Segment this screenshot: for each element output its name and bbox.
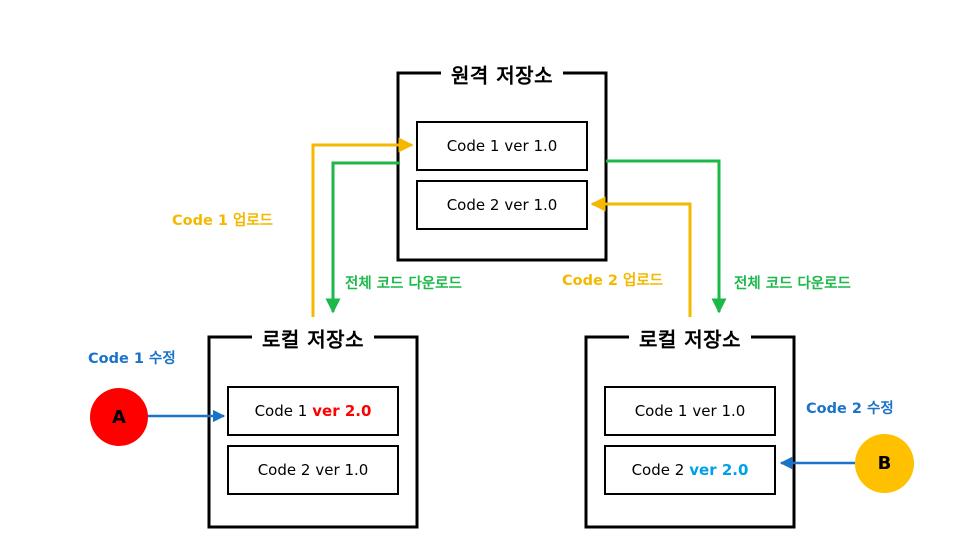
file-version-updated: ver 2.0 (312, 402, 372, 420)
remote-file-code2: Code 2 ver 1.0 (416, 180, 588, 230)
file-name: Code 1 (446, 137, 500, 155)
code2-upload-arrow (590, 196, 692, 317)
remote-repo-title: 원격 저장소 (441, 59, 563, 89)
download-left-label: 전체 코드 다운로드 (345, 276, 462, 292)
user-a-circle: A (90, 388, 148, 446)
user-b-label: B (877, 453, 892, 474)
local-repo-right-title: 로컬 저장소 (629, 323, 751, 353)
code2-upload-label: Code 2 업로드 (562, 273, 664, 289)
code2-edit-label: Code 2 수정 (806, 401, 894, 417)
remote-file-code1: Code 1 ver 1.0 (416, 121, 588, 171)
download-right-arrow (606, 159, 727, 314)
download-right-label: 전체 코드 다운로드 (734, 276, 851, 292)
download-left-arrow (325, 161, 400, 314)
file-name: Code 1 (254, 402, 308, 420)
file-name: Code 2 (257, 461, 311, 479)
code1-edit-label: Code 1 수정 (88, 351, 176, 367)
code1-upload-arrow (311, 137, 414, 317)
file-version: ver 1.0 (315, 461, 369, 479)
file-version: ver 1.0 (692, 402, 746, 420)
user-a-label: A (112, 406, 126, 428)
local-right-file-code2: Code 2 ver 2.0 (604, 445, 776, 495)
file-version: ver 1.0 (504, 137, 558, 155)
user-b-circle: B (855, 434, 914, 493)
local-left-file-code2: Code 2 ver 1.0 (227, 445, 399, 495)
local-left-file-code1: Code 1 ver 2.0 (227, 386, 399, 436)
local-repo-left-title: 로컬 저장소 (252, 323, 374, 353)
file-name: Code 2 (631, 461, 685, 479)
file-version: ver 1.0 (504, 196, 558, 214)
local-right-file-code1: Code 1 ver 1.0 (604, 386, 776, 436)
file-name: Code 1 (634, 402, 688, 420)
file-name: Code 2 (446, 196, 500, 214)
file-version-updated: ver 2.0 (689, 461, 749, 479)
code1-upload-label: Code 1 업로드 (172, 213, 274, 229)
